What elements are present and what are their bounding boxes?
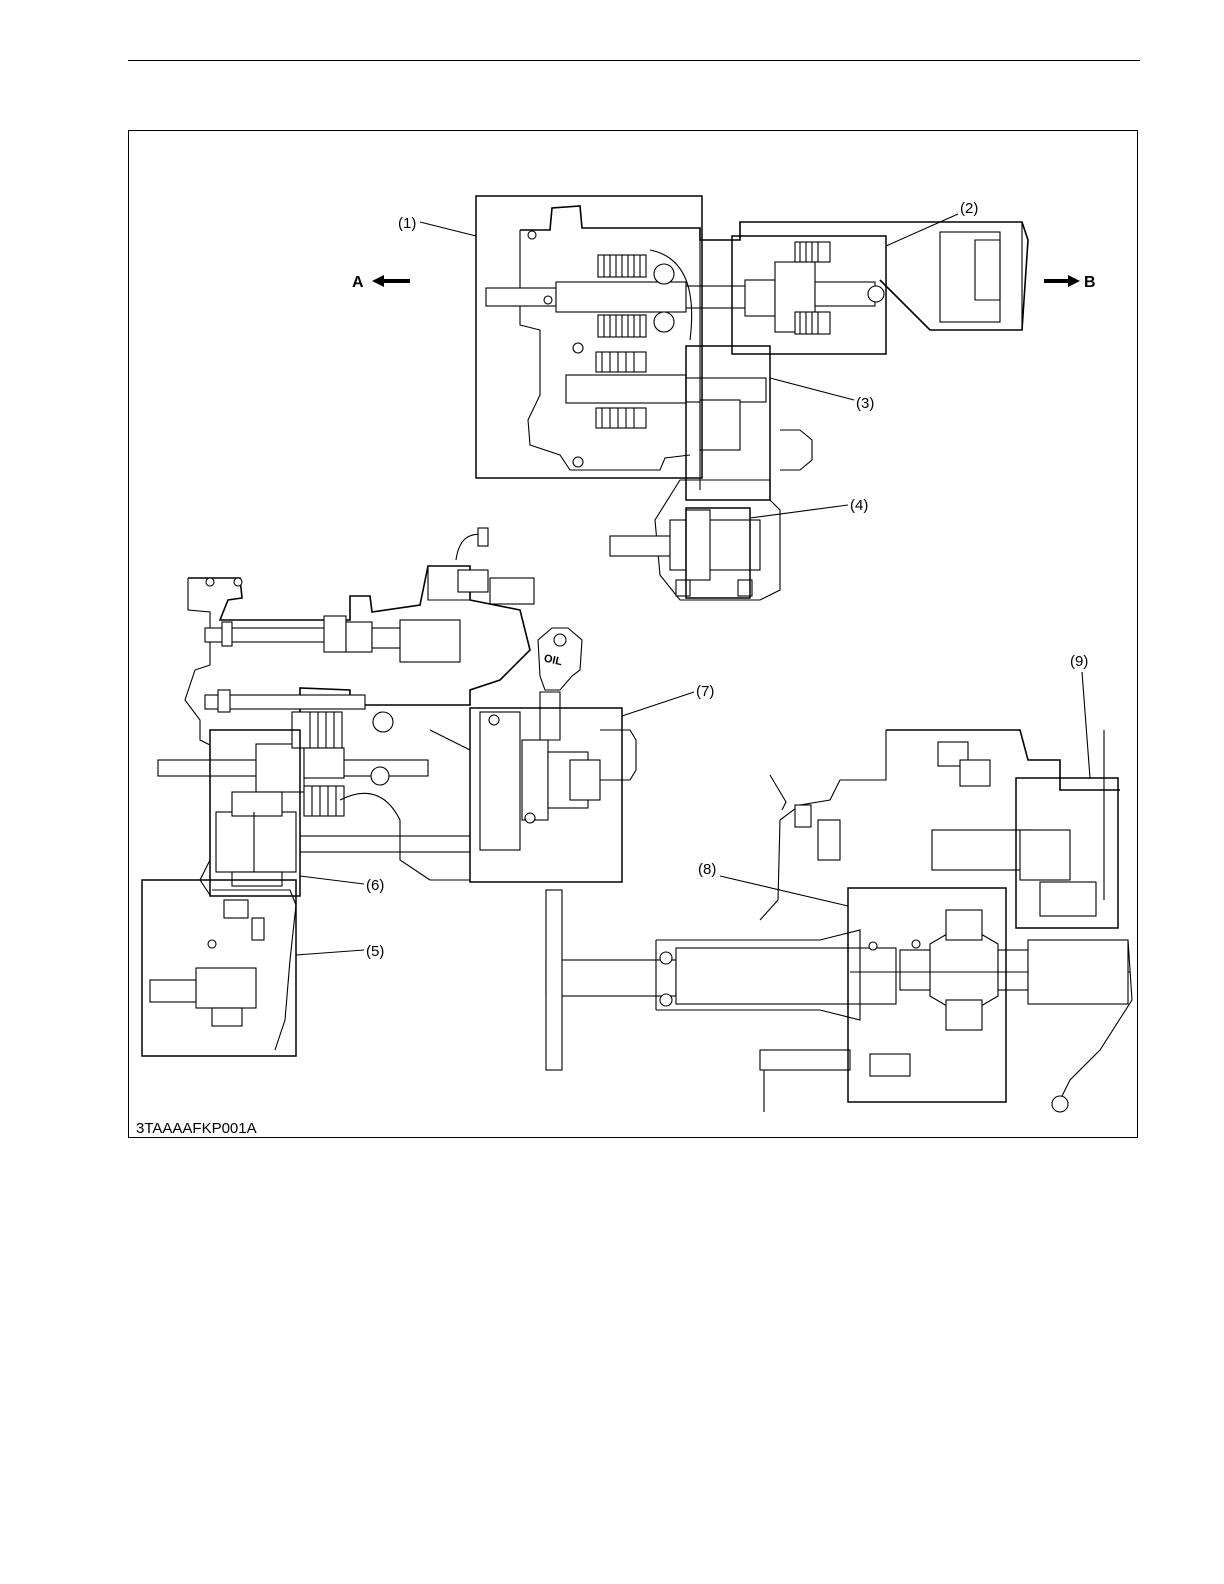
figure-id: 3TAAAAFKP001A: [136, 1120, 257, 1137]
callout-label-2: (2): [960, 200, 978, 217]
callout-6: (6): [300, 876, 384, 894]
callout-7: (7): [622, 683, 714, 716]
differential-section: [546, 730, 1132, 1112]
direction-label-b: B: [1084, 274, 1096, 291]
front-gear-section: [476, 196, 1028, 600]
section-box-1: [476, 196, 702, 478]
callout-label-7: (7): [696, 683, 714, 700]
callout-3: (3): [770, 378, 874, 412]
callout-5: (5): [296, 943, 384, 960]
callout-label-8: (8): [698, 861, 716, 878]
callout-label-1: (1): [398, 215, 416, 232]
callout-label-3: (3): [856, 395, 874, 412]
callout-label-6: (6): [366, 877, 384, 894]
callout-label-4: (4): [850, 497, 868, 514]
callout-1: (1): [398, 215, 476, 236]
callout-label-9: (9): [1070, 653, 1088, 670]
direction-label-a: A: [352, 274, 364, 291]
callout-label-5: (5): [366, 943, 384, 960]
callout-9: (9): [1070, 653, 1090, 778]
callout-2: (2): [886, 200, 978, 246]
callout-8: (8): [698, 861, 848, 906]
direction-arrow-a: A: [352, 274, 410, 291]
direction-arrow-b: B: [1044, 274, 1096, 291]
